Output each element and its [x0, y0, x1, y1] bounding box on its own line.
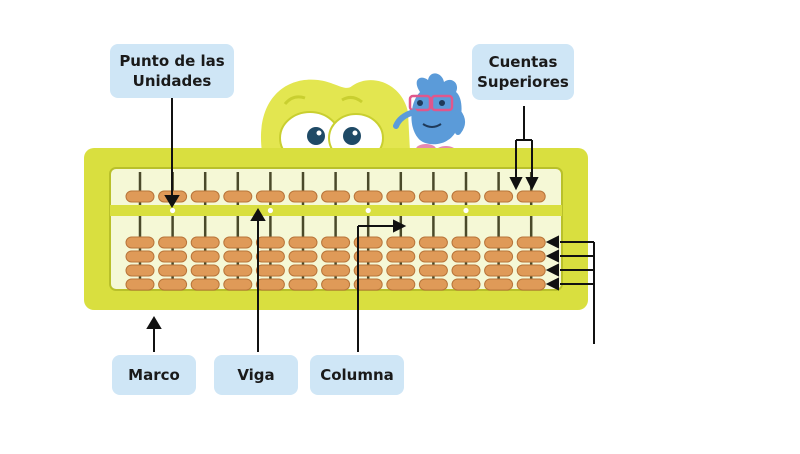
lower-bead — [125, 236, 155, 249]
lower-bead — [418, 250, 448, 263]
lower-bead — [255, 250, 285, 263]
upper-bead — [484, 190, 514, 203]
lower-bead — [125, 264, 155, 277]
lower-bead — [516, 278, 546, 291]
lower-bead — [223, 278, 253, 291]
upper-bead — [190, 190, 220, 203]
lower-bead — [288, 236, 318, 249]
frame-arrowhead — [146, 316, 162, 329]
upper-bead — [418, 190, 448, 203]
beam-unit-dot — [365, 207, 371, 214]
beam-unit-dots — [170, 207, 469, 214]
lower-bead — [353, 250, 383, 263]
lower-bead — [190, 278, 220, 291]
lower-bead — [190, 250, 220, 263]
lower-bead — [190, 236, 220, 249]
upper-bead — [516, 190, 546, 203]
lower-bead — [386, 278, 416, 291]
lower-bead — [484, 236, 514, 249]
lower-bead — [418, 264, 448, 277]
lower-bead — [190, 264, 220, 277]
lower-bead — [158, 250, 188, 263]
lower-bead — [484, 250, 514, 263]
beam-unit-dot — [463, 207, 469, 214]
lower-bead — [451, 264, 481, 277]
upper-bead — [223, 190, 253, 203]
beam-label: Viga — [214, 355, 298, 395]
lower-bead — [516, 236, 546, 249]
lower-bead — [386, 264, 416, 277]
unit-point-label-line1: Punto de las — [119, 52, 225, 70]
frame-label: Marco — [112, 355, 196, 395]
abacus-beam — [110, 205, 562, 216]
lower-bead — [321, 236, 351, 249]
lower-bead — [418, 236, 448, 249]
lower-bead — [321, 264, 351, 277]
unit-point-label-line2: Unidades — [132, 72, 212, 90]
lower-bead — [451, 278, 481, 291]
lower-bead — [125, 250, 155, 263]
lower-bead — [321, 278, 351, 291]
abacus-beads — [125, 190, 546, 291]
lower-bead — [158, 264, 188, 277]
upper-bead — [255, 190, 285, 203]
upper-beads-label: Cuentas Superiores — [472, 44, 574, 100]
upper-bead — [353, 190, 383, 203]
lower-bead — [288, 250, 318, 263]
upper-beads-arrowhead-1 — [509, 177, 523, 191]
lower-bead — [484, 278, 514, 291]
beam-unit-dot — [170, 207, 176, 214]
beam-unit-dot — [267, 207, 273, 214]
lower-bead — [255, 236, 285, 249]
lower-bead — [158, 278, 188, 291]
column-arrowhead — [393, 219, 407, 233]
lower-bead — [158, 236, 188, 249]
beam-arrowhead — [250, 208, 266, 221]
lower-bead — [484, 264, 514, 277]
lower-bead — [353, 264, 383, 277]
unit-point-arrowhead — [164, 195, 180, 208]
upper-beads-label-line1: Cuentas — [488, 53, 558, 71]
lower-bead — [386, 250, 416, 263]
lower-bead — [353, 236, 383, 249]
lower-bead — [451, 236, 481, 249]
unit-point-label: Punto de las Unidades — [110, 44, 234, 98]
lower-bead — [223, 264, 253, 277]
lower-bead — [418, 278, 448, 291]
upper-beads-label-line2: Superiores — [477, 73, 569, 91]
lower-bead — [516, 250, 546, 263]
upper-bead — [125, 190, 155, 203]
lower-bead — [125, 278, 155, 291]
upper-beads-arrowhead-2 — [525, 177, 539, 191]
lower-bead — [223, 250, 253, 263]
lower-bead — [288, 278, 318, 291]
lower-bead — [321, 250, 351, 263]
upper-bead — [451, 190, 481, 203]
lower-bead — [353, 278, 383, 291]
upper-bead — [288, 190, 318, 203]
lower-bead — [386, 236, 416, 249]
lower-bead — [223, 236, 253, 249]
upper-bead — [321, 190, 351, 203]
column-label: Columna — [310, 355, 404, 395]
lower-bead — [255, 264, 285, 277]
lower-bead — [255, 278, 285, 291]
lower-bead — [451, 250, 481, 263]
lower-bead — [516, 264, 546, 277]
leader-lines — [146, 98, 595, 352]
upper-bead — [386, 190, 416, 203]
lower-bead — [288, 264, 318, 277]
